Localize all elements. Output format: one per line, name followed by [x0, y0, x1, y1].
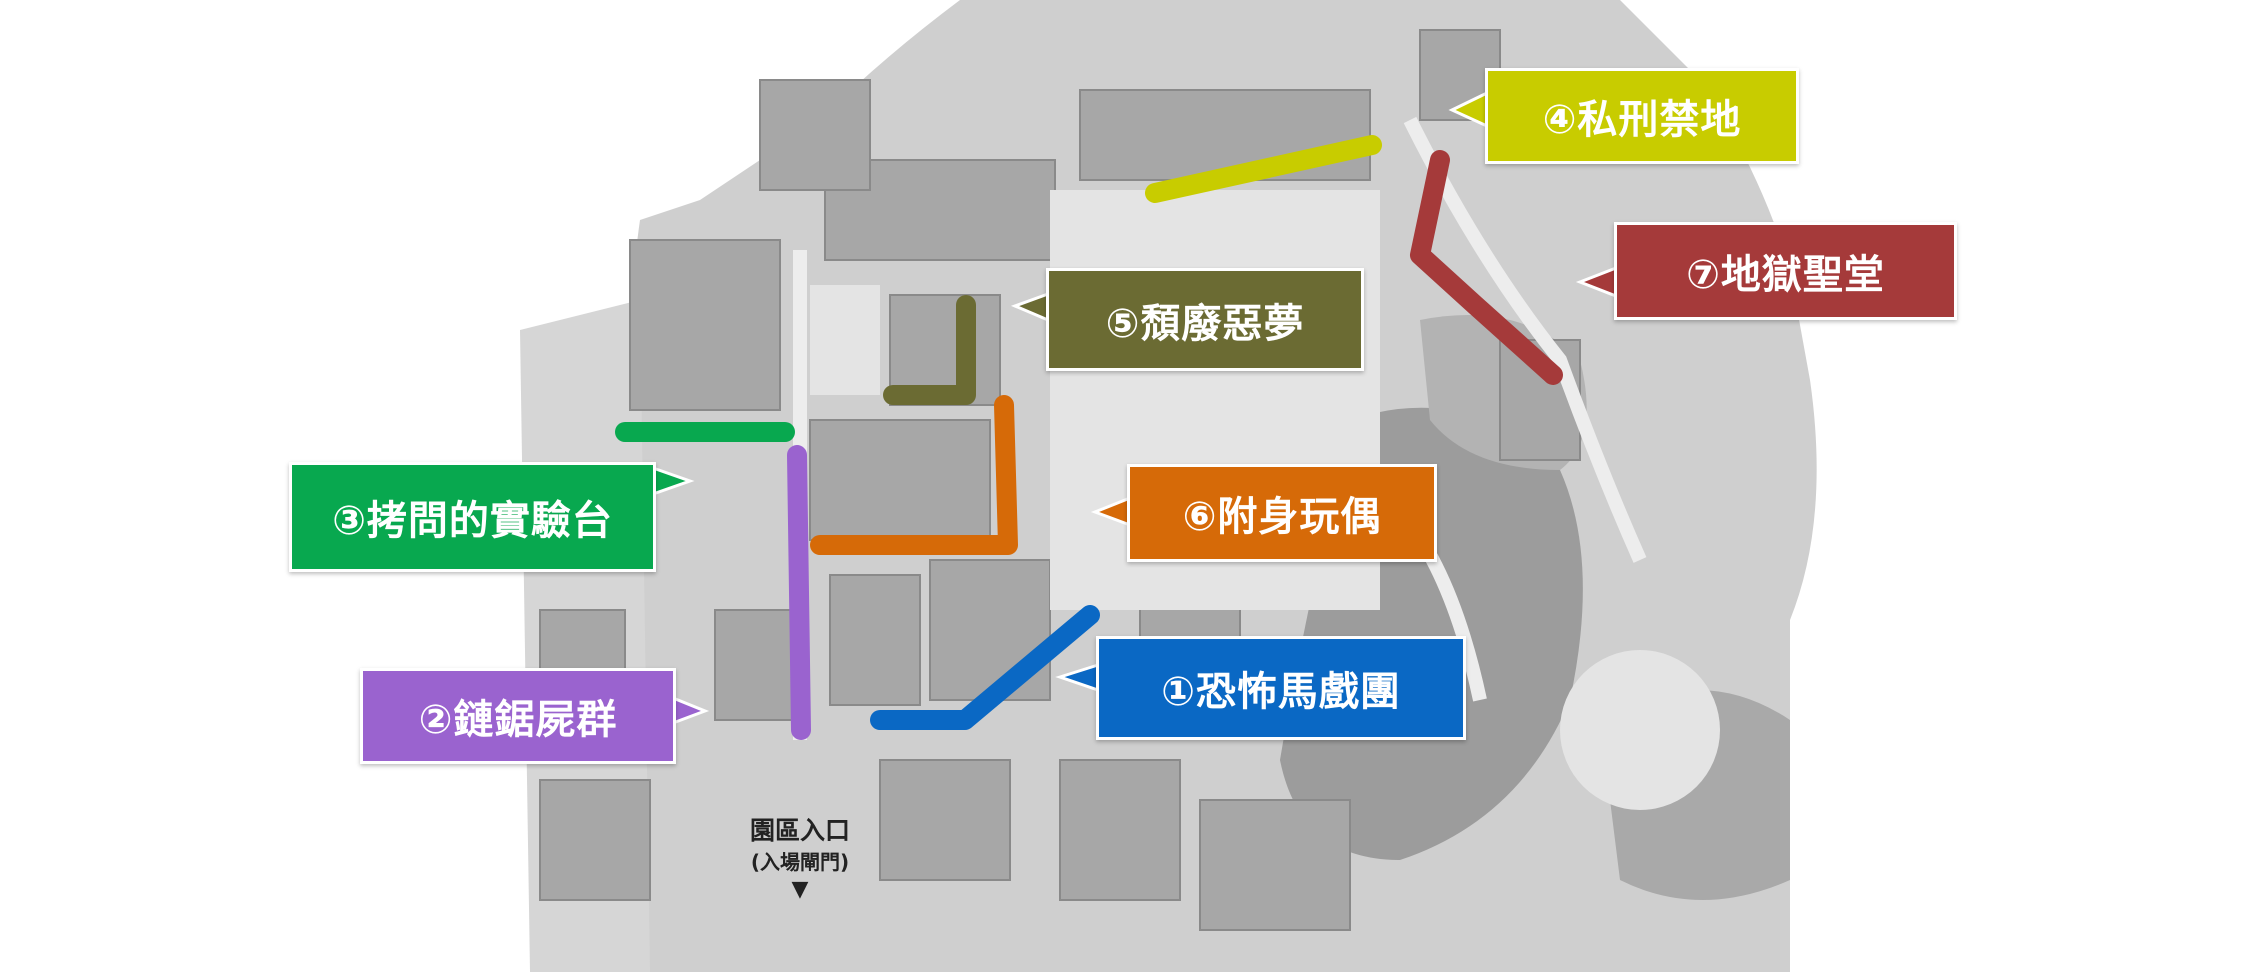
park-entrance: 園區入口 (入場閘門) ▼ — [730, 815, 870, 903]
zone-label-z3[interactable]: ③拷問的實驗台 — [289, 462, 656, 572]
zone-label-z1[interactable]: ①恐怖馬戲團 — [1096, 636, 1466, 740]
zone-label-z6[interactable]: ⑥附身玩偶 — [1127, 464, 1437, 562]
zone-label-z7[interactable]: ⑦地獄聖堂 — [1614, 222, 1957, 320]
entrance-arrow-icon: ▼ — [791, 877, 809, 902]
route-z2 — [787, 445, 811, 740]
buildings — [539, 29, 1581, 931]
entrance-label: 園區入口 — [749, 816, 850, 845]
route-z1 — [870, 605, 1100, 730]
zone-label-z5[interactable]: ⑤頹廢惡夢 — [1046, 268, 1364, 371]
route-z4 — [1145, 135, 1382, 203]
route-z5 — [883, 295, 976, 405]
route-z6 — [810, 395, 1018, 555]
zone-label-z2[interactable]: ②鏈鋸屍群 — [360, 668, 676, 764]
route-z7 — [1410, 150, 1563, 385]
zone-routes — [615, 135, 1563, 740]
callout-pointers — [651, 90, 1618, 726]
zone-label-z4[interactable]: ④私刑禁地 — [1485, 68, 1799, 164]
entrance-sub-label: (入場閘門) — [750, 850, 850, 874]
